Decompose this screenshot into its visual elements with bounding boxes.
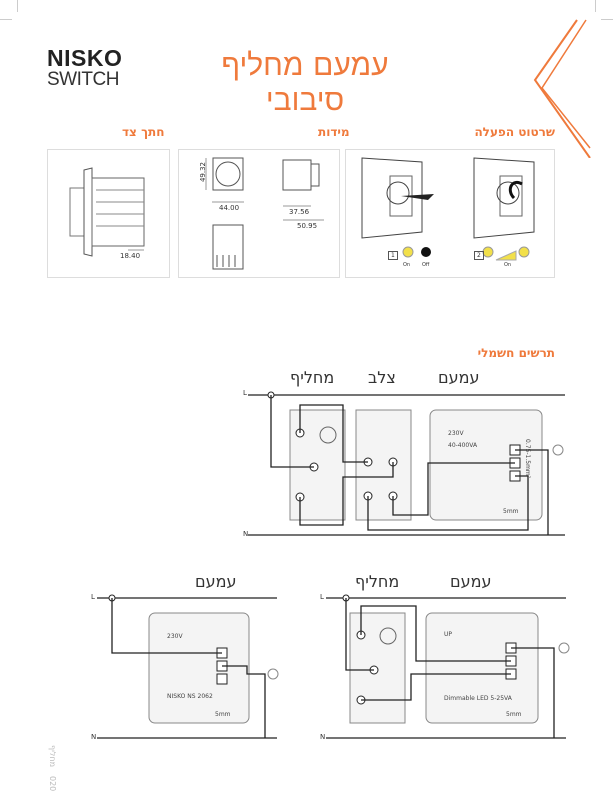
chevron-decoration: [533, 19, 591, 158]
crop-mark: [0, 19, 12, 20]
wiring-diagram-switch-dimmer: UP Dimmable LED 5-25VA 5mm: [326, 594, 570, 739]
operation-drawing: [361, 157, 535, 261]
dimension-depth-body: 37.56: [289, 208, 310, 216]
on-label-2: On: [504, 262, 512, 268]
module-wire-gauge: 0.75-1.5mm²: [524, 439, 531, 479]
page-number: 020: [48, 776, 57, 792]
brand-subtitle: SWITCH: [47, 69, 119, 90]
dimmer-module: [429, 409, 543, 521]
brand-name: NISKO: [47, 45, 123, 71]
dimmer-module: [425, 612, 539, 724]
label-cross: צלב: [368, 368, 396, 387]
step-2-badge: 2: [474, 251, 484, 260]
module-up: UP: [444, 631, 452, 638]
module-strip-2: 5mm: [215, 711, 231, 718]
module-led: Dimmable LED 5-25VA: [444, 695, 513, 702]
crop-mark: [17, 0, 18, 12]
dimensions-drawing: [205, 157, 324, 270]
neutral-label-3: N: [320, 733, 326, 741]
dimmer-module: [148, 612, 250, 724]
wiring-diagram-3way: 230V 40-400VA 5mm 0.75-1.5mm²: [248, 391, 565, 536]
page-title: עמעם מחליף סיבובי: [221, 48, 389, 118]
operation-panel: 1 On Off 2 On: [345, 149, 555, 278]
label-dimmer: עמעם: [438, 368, 480, 387]
section-wiring-title: תרשים חשמלי: [477, 346, 555, 360]
module-model: NISKO NS 2062: [167, 693, 213, 700]
section-dimensions-title: מידות: [318, 125, 350, 139]
label-dimmer-3: עמעם: [450, 572, 492, 591]
section-operation-title: שרטוט הפעלה: [474, 125, 555, 139]
section-side-cut-title: חתך צד: [122, 125, 165, 139]
neutral-label-2: N: [91, 733, 97, 741]
off-label: Off: [422, 262, 430, 268]
crop-mark: [601, 19, 613, 20]
step-1-badge: 1: [388, 251, 398, 260]
module-range: 40-400VA: [448, 442, 478, 449]
cross-module: [355, 409, 412, 521]
line-label-2: L: [91, 593, 95, 601]
label-switch: מחליף: [290, 368, 335, 387]
dimension-height: 49.32: [199, 161, 208, 183]
line-label: L: [243, 389, 247, 397]
wiring-diagram-single: 230V NISKO NS 2062 5mm: [97, 594, 279, 739]
dimension-side: 18.40: [120, 252, 141, 260]
crop-mark: [595, 0, 596, 12]
module-strip: 5mm: [503, 508, 519, 515]
label-switch-3: מחליף: [355, 572, 400, 591]
module-voltage-2: 230V: [167, 633, 183, 640]
on-label: On: [403, 262, 411, 268]
dimensions-panel: 49.32 44.00 37.56 50.95: [178, 149, 340, 278]
neutral-label: N: [243, 530, 249, 538]
dimension-width: 44.00: [219, 204, 240, 212]
footer-category: מחליף: [48, 745, 57, 768]
side-cut-panel: 18.40: [47, 149, 170, 278]
line-label-3: L: [320, 593, 324, 601]
side-cut-drawing: [69, 167, 145, 257]
brand-logo: NISKO: [47, 47, 122, 70]
module-strip-3: 5mm: [506, 711, 522, 718]
label-dimmer-2: עמעם: [195, 572, 237, 591]
dimension-depth-total: 50.95: [297, 222, 318, 230]
module-voltage: 230V: [448, 430, 464, 437]
